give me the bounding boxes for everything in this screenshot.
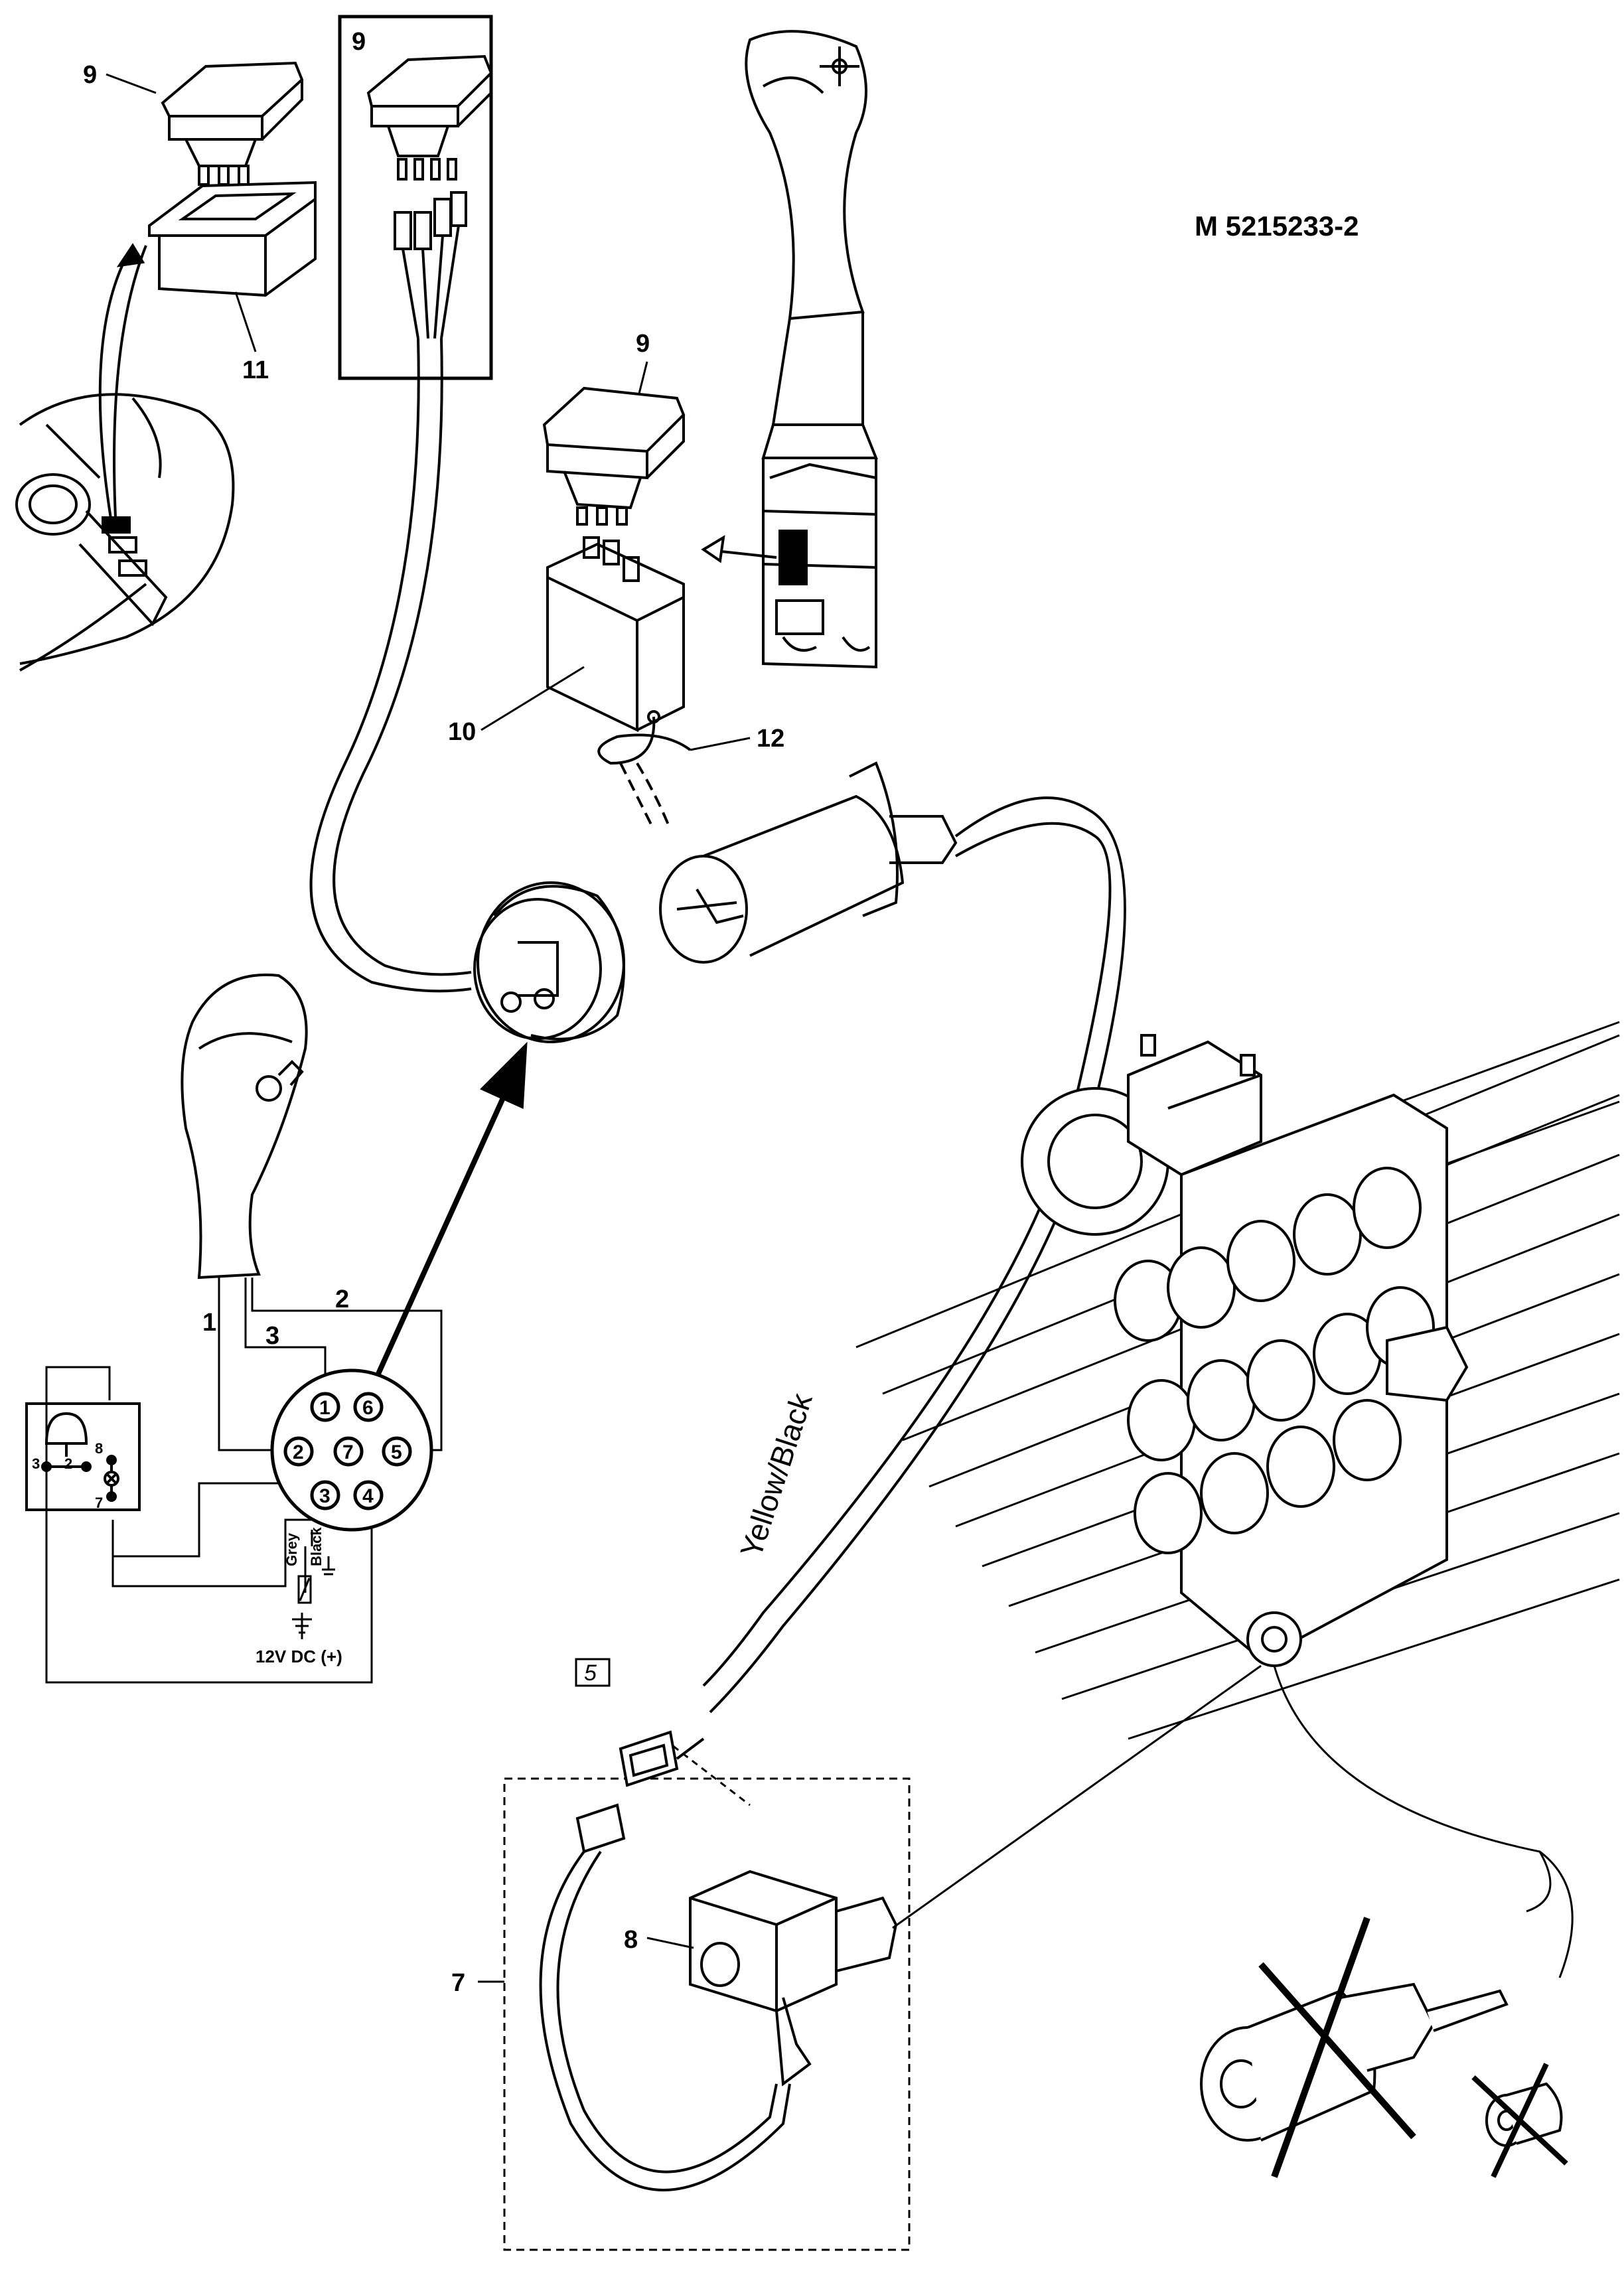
connector-5-label-box: [575, 1658, 611, 1687]
callout-12: 12: [757, 725, 784, 753]
pin-7: 7: [342, 1441, 354, 1463]
arrow-to-joystick: [701, 535, 777, 563]
relay-terminal-3: 3: [32, 1455, 40, 1472]
callout-5: 5: [584, 1660, 597, 1686]
pressure-switch-8: [689, 1870, 898, 2087]
relay-terminal-8: 8: [95, 1440, 103, 1457]
wire-color-label: Yellow/Black: [733, 1388, 819, 1562]
pin-5: 5: [391, 1441, 402, 1463]
plug-connector: [659, 761, 1096, 964]
wire-label-2: 2: [335, 1286, 349, 1313]
module-10: [546, 536, 685, 733]
valve-block: [1021, 1034, 1469, 1667]
rocker-switch-boxed: [366, 54, 493, 181]
drawing-reference: M 5215233-2: [1195, 210, 1359, 242]
schematic-wires: [45, 1278, 443, 1684]
wire-12: [597, 716, 692, 830]
yellow-black-cable: [709, 808, 1126, 1714]
connector-5-leader: [663, 1737, 751, 1806]
pointer-arrow-to-socket: [376, 1041, 528, 1375]
pin-4: 4: [362, 1485, 374, 1507]
wire-label-grey: Grey: [283, 1532, 300, 1566]
assembly-7-dashed-outline: [503, 1777, 911, 2251]
wire-label-3: 3: [265, 1322, 279, 1350]
removal-arrow-branch: [1526, 1851, 1552, 1913]
yellow-black-cable-outline: [702, 835, 1112, 1687]
leader-to-valve-port: [892, 1664, 1262, 1929]
cross-out-large: [1258, 1917, 1416, 2178]
pin-2: 2: [293, 1441, 304, 1463]
rocker-switch-center: [542, 386, 686, 526]
connector-pinout: [270, 1368, 433, 1532]
ground-and-fuse-symbols: [292, 1556, 335, 1634]
pin-6: 6: [362, 1397, 374, 1419]
relay-box: [25, 1402, 141, 1511]
dashboard-steering-view: [15, 393, 235, 672]
detail-box-switch-wiring: [338, 15, 493, 380]
switch-cable: [309, 338, 472, 993]
wire-label-1: 1: [202, 1309, 216, 1337]
pressure-switch-cable: [539, 1850, 791, 2191]
switch-cable-outline: [332, 338, 472, 976]
supply-label: 12V DC (+): [256, 1647, 342, 1666]
pin-3: 3: [319, 1485, 331, 1507]
connector-5: [575, 1730, 705, 1854]
gear-knob-handle: [181, 973, 308, 1280]
pin-1: 1: [319, 1397, 331, 1419]
callout-9-box: 9: [352, 28, 366, 56]
relay-terminal-2: 2: [64, 1455, 72, 1472]
spade-terminals: [394, 191, 467, 339]
cross-out-small: [1471, 2063, 1568, 2178]
callout-9-center: 9: [636, 330, 650, 358]
callout-9-top-left: 9: [83, 61, 97, 89]
socket-housing: [473, 881, 625, 1043]
switch-housing-11: [148, 181, 317, 297]
install-arrow-dashboard: [98, 243, 147, 532]
removed-connector-large: [1200, 1982, 1509, 2142]
joystick-lever: [745, 30, 878, 669]
callout-7: 7: [451, 1969, 465, 1997]
wire-label-black: Black: [308, 1527, 325, 1566]
relay-terminal-7: 7: [95, 1495, 103, 1511]
callout-8: 8: [624, 1926, 638, 1954]
callout-10: 10: [448, 718, 476, 746]
rocker-switch-top-left: [161, 61, 304, 186]
removal-arrow: [1273, 1665, 1574, 1978]
pressure-switch-cable-outline: [556, 1850, 778, 2173]
callout-11: 11: [242, 356, 269, 384]
